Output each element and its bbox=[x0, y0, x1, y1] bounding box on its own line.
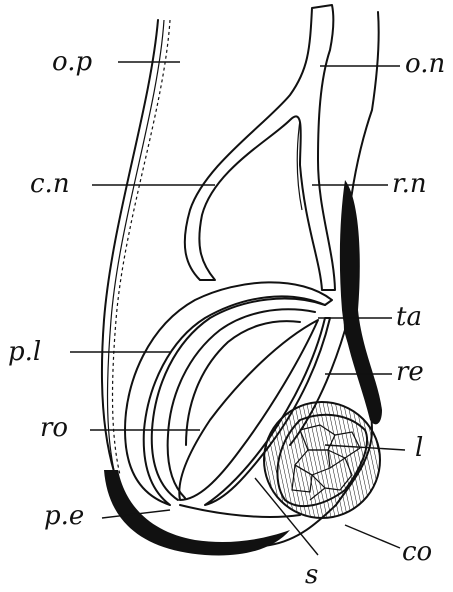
label-rn: r.n bbox=[392, 169, 427, 199]
label-cn: c.n bbox=[30, 169, 70, 199]
label-pl: p.l bbox=[8, 337, 41, 367]
label-ta: ta bbox=[396, 302, 422, 332]
label-l: l bbox=[415, 433, 423, 463]
label-op: o.p bbox=[52, 47, 92, 77]
label-on: o.n bbox=[405, 49, 445, 79]
label-pe: p.e bbox=[44, 501, 84, 531]
optic-nerve bbox=[185, 5, 335, 290]
label-re: re bbox=[396, 357, 424, 387]
label-ro: ro bbox=[40, 413, 68, 443]
label-s: s bbox=[305, 560, 318, 590]
label-co: co bbox=[402, 537, 432, 567]
